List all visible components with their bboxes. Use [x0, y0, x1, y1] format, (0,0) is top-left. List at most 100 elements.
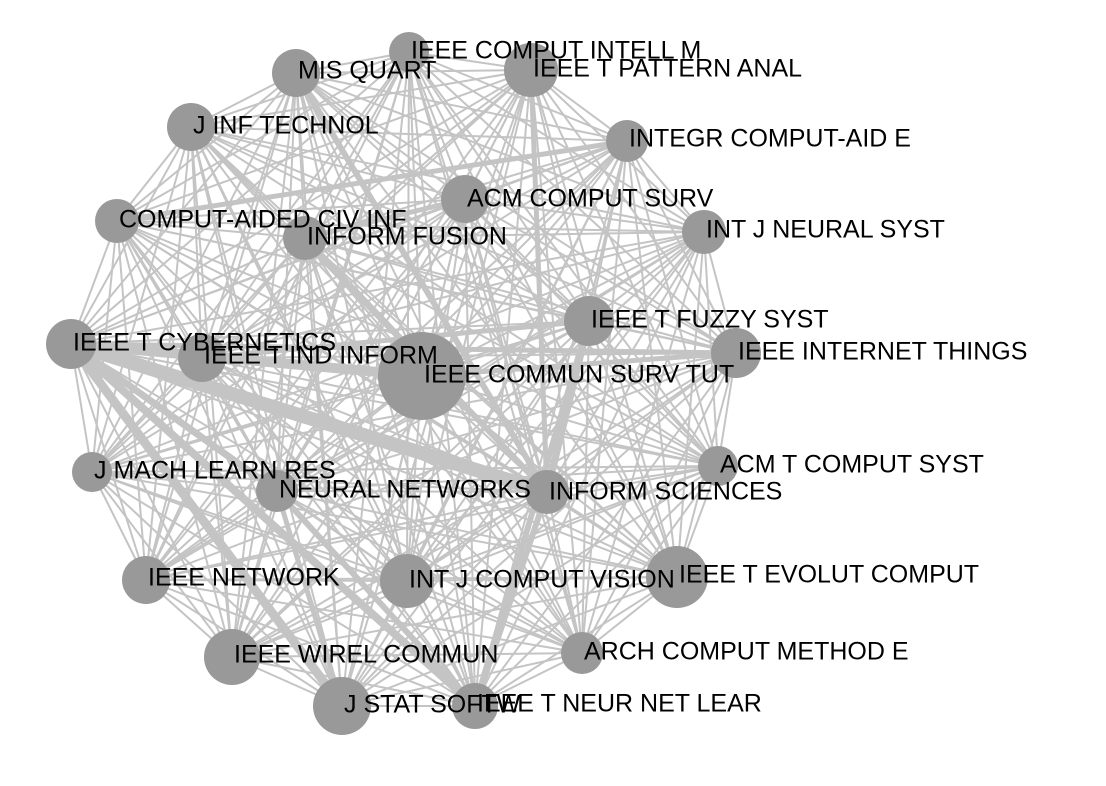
edge-inform-sciences-ieee-network [145, 491, 548, 581]
edge-int-j-neural-syst-ieee-t-ind-inform [201, 231, 705, 359]
edge-acm-t-comput-syst-ieee-network [145, 465, 719, 581]
edge-ieee-internet-things-inform-sciences [546, 352, 737, 493]
edge-ieee-t-ind-inform-inform-sciences [201, 357, 548, 493]
edge-acm-t-comput-syst-ieee-t-neur-net-lear [474, 465, 719, 707]
edge-acm-t-comput-syst-ieee-wirel-commun [231, 465, 719, 658]
edge-j-inf-technol-integr-comput-aid-e [190, 126, 628, 142]
edge-inform-sciences-int-j-comput-vision [406, 491, 548, 582]
edge-ieee-t-evolut-comput-j-stat-softw [341, 576, 678, 707]
edge-ieee-t-ind-inform-ieee-wirel-commun [201, 357, 233, 658]
node-inform-fusion[interactable] [283, 216, 327, 260]
node-ieee-t-evolut-comput[interactable] [646, 546, 708, 608]
edge-ieee-t-pattern-anal-j-inf-technol [190, 69, 532, 128]
edge-int-j-neural-syst-ieee-wirel-commun [231, 231, 705, 658]
edge-ieee-t-pattern-anal-inform-sciences [528, 67, 550, 495]
edge-inform-fusion-j-stat-softw [304, 237, 343, 707]
node-label-inform-fusion: INFORM FUSION [307, 223, 507, 251]
node-ieee-network[interactable] [122, 556, 170, 604]
edge-ieee-t-pattern-anal-ieee-t-cybernetics [70, 69, 532, 345]
node-ieee-wirel-commun[interactable] [204, 629, 260, 685]
node-ieee-t-fuzzy-syst[interactable] [564, 296, 614, 346]
node-label-ieee-internet-things: IEEE INTERNET THINGS [738, 338, 1027, 366]
node-ieee-t-cybernetics[interactable] [46, 319, 96, 369]
edge-integr-comput-aid-e-j-mach-learn-res [91, 140, 628, 473]
edge-ieee-t-cybernetics-ieee-t-evolut-comput [70, 343, 678, 578]
edge-ieee-commun-surv-tut-j-stat-softw [341, 375, 423, 707]
node-label-mis-quart: MIS QUART [298, 57, 436, 85]
node-comput-aided-civ-inf[interactable] [95, 199, 139, 243]
edge-comput-aided-civ-inf-int-j-neural-syst [116, 220, 705, 233]
edge-mis-quart-integr-comput-aid-e [295, 72, 628, 142]
node-label-neural-networks: NEURAL NETWORKS [279, 476, 531, 504]
node-int-j-comput-vision[interactable] [380, 554, 434, 608]
edge-ieee-comput-intell-m-inform-fusion [304, 51, 410, 239]
edge-mis-quart-ieee-internet-things [295, 72, 737, 354]
edge-ieee-t-evolut-comput-ieee-wirel-commun [231, 576, 678, 658]
node-j-inf-technol[interactable] [167, 103, 215, 151]
node-ieee-t-pattern-anal[interactable] [504, 43, 558, 97]
node-ieee-t-neur-net-lear[interactable] [452, 683, 498, 729]
edge-ieee-t-cybernetics-ieee-wirel-commun [70, 343, 233, 658]
edge-inform-sciences-arch-comput-method-e [546, 491, 583, 654]
edge-acm-comput-surv-int-j-neural-syst [464, 198, 705, 233]
node-integr-comput-aid-e[interactable] [606, 120, 648, 162]
node-label-ieee-t-pattern-anal: IEEE T PATTERN ANAL [533, 55, 802, 83]
node-label-ieee-comput-intell-m: IEEE COMPUT INTELL M [411, 37, 701, 65]
node-acm-t-comput-syst[interactable] [698, 446, 738, 486]
edge-acm-comput-surv-ieee-t-cybernetics [70, 198, 466, 345]
edge-j-inf-technol-neural-networks [190, 126, 278, 492]
node-mis-quart[interactable] [272, 49, 320, 97]
edge-ieee-t-cybernetics-ieee-t-neur-net-lear [67, 340, 479, 710]
edge-ieee-t-pattern-anal-comput-aided-civ-inf [116, 69, 532, 222]
node-ieee-comput-intell-m[interactable] [389, 32, 429, 72]
edge-acm-comput-surv-comput-aided-civ-inf [116, 198, 466, 222]
edge-arch-comput-method-e-j-stat-softw [341, 652, 583, 707]
node-label-int-j-comput-vision: INT J COMPUT VISION [409, 566, 675, 594]
node-ieee-commun-surv-tut[interactable] [378, 332, 466, 420]
node-j-stat-softw[interactable] [313, 677, 371, 735]
node-acm-comput-surv[interactable] [441, 175, 489, 223]
edge-integr-comput-aid-e-ieee-t-ind-inform [201, 140, 628, 359]
edge-mis-quart-ieee-network [145, 72, 297, 581]
edge-inform-fusion-ieee-t-fuzzy-syst [304, 237, 590, 322]
edge-ieee-wirel-commun-arch-comput-method-e [231, 652, 583, 658]
node-ieee-internet-things[interactable] [711, 328, 761, 378]
node-neural-networks[interactable] [256, 470, 298, 512]
node-label-j-inf-technol: J INF TECHNOL [193, 112, 379, 140]
edge-integr-comput-aid-e-acm-t-comput-syst [626, 140, 719, 467]
edge-ieee-t-fuzzy-syst-j-mach-learn-res [91, 320, 590, 473]
edge-inform-sciences-j-stat-softw [341, 491, 548, 707]
edge-j-mach-learn-res-inform-sciences [91, 471, 548, 493]
edge-ieee-t-fuzzy-syst-ieee-internet-things [588, 320, 737, 354]
edge-ieee-t-fuzzy-syst-acm-t-comput-syst [588, 320, 719, 467]
node-label-ieee-t-fuzzy-syst: IEEE T FUZZY SYST [591, 306, 829, 334]
edge-ieee-internet-things-ieee-commun-surv-tut [419, 350, 739, 379]
node-arch-comput-method-e[interactable] [561, 632, 603, 674]
edge-inform-fusion-ieee-t-evolut-comput [304, 237, 678, 578]
edge-ieee-comput-intell-m-acm-t-comput-syst [408, 51, 719, 467]
node-label-acm-t-comput-syst: ACM T COMPUT SYST [720, 451, 984, 479]
edge-inform-fusion-ieee-t-cybernetics [70, 237, 306, 345]
edge-neural-networks-ieee-wirel-commun [231, 490, 278, 658]
node-inform-sciences[interactable] [525, 470, 569, 514]
edge-acm-comput-surv-neural-networks [276, 198, 466, 492]
edge-neural-networks-j-stat-softw [274, 488, 345, 709]
edge-ieee-t-ind-inform-ieee-network [145, 357, 203, 581]
node-int-j-neural-syst[interactable] [682, 210, 726, 254]
node-ieee-t-ind-inform[interactable] [178, 334, 226, 382]
edge-inform-fusion-ieee-wirel-commun [231, 237, 306, 658]
edge-inform-fusion-int-j-neural-syst [304, 231, 705, 239]
edge-inform-sciences-ieee-t-neur-net-lear [472, 489, 550, 709]
edge-j-inf-technol-ieee-t-fuzzy-syst [190, 126, 590, 322]
edge-acm-comput-surv-ieee-internet-things [464, 198, 737, 354]
node-j-mach-learn-res[interactable] [72, 452, 112, 492]
edge-int-j-comput-vision-arch-comput-method-e [406, 580, 583, 654]
edge-int-j-neural-syst-ieee-t-evolut-comput [676, 231, 705, 578]
node-label-inform-sciences: INFORM SCIENCES [549, 478, 782, 506]
edge-ieee-t-pattern-anal-ieee-commun-surv-tut [421, 69, 532, 377]
edge-j-inf-technol-acm-t-comput-syst [190, 126, 719, 467]
edge-mis-quart-acm-t-comput-syst [295, 72, 719, 467]
edge-j-mach-learn-res-j-stat-softw [91, 471, 343, 707]
edge-ieee-t-ind-inform-j-mach-learn-res [91, 357, 203, 473]
